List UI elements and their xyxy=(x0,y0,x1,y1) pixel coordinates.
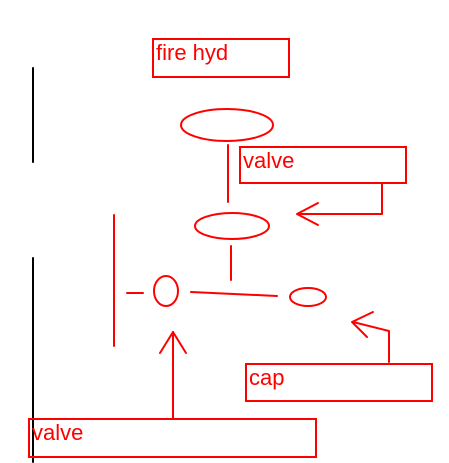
side-valve-ellipse xyxy=(153,275,179,307)
top-valve-ellipse xyxy=(194,212,270,240)
cap-arrow-shaft xyxy=(352,321,390,363)
title-label: fire hyd xyxy=(152,38,290,78)
outlet-pipe xyxy=(190,291,278,297)
cap-label: cap xyxy=(245,363,433,402)
valve-bottom-arrowhead xyxy=(159,331,187,354)
valve-top-label: valve xyxy=(239,146,407,184)
valve-bottom-label: valve xyxy=(28,418,317,458)
hydrant-dome xyxy=(180,108,274,142)
cap-ellipse xyxy=(289,287,327,307)
cap-arrowhead xyxy=(351,311,374,338)
valve-top-arrowhead xyxy=(296,202,319,226)
valve-top-arrow-shaft xyxy=(298,183,383,215)
